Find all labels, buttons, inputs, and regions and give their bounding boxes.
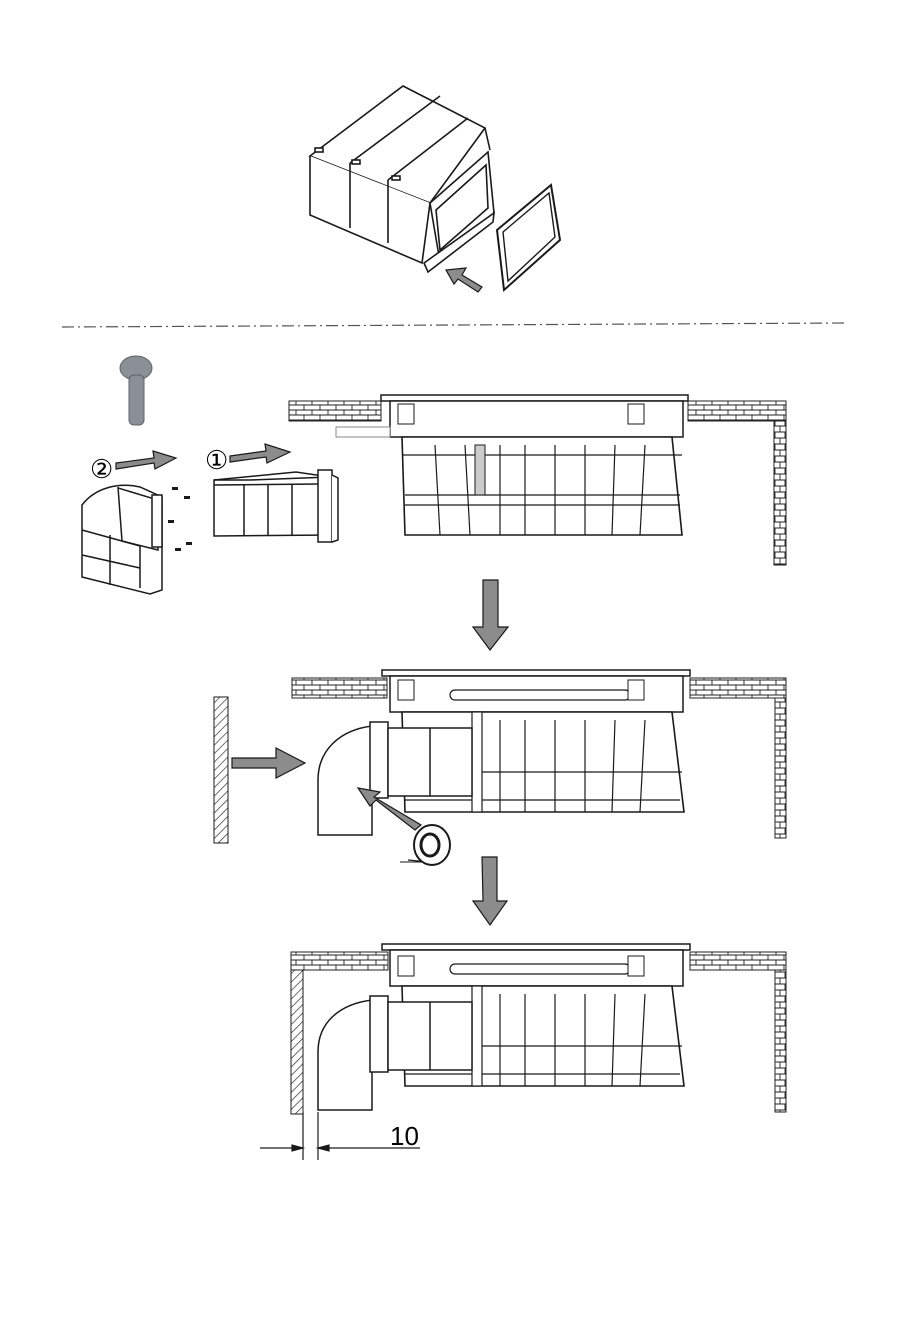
dimension-label: 10 [390,1121,419,1151]
straight-duct-icon [214,470,338,542]
elbow-duct-icon [82,485,162,594]
screws [168,487,192,551]
section-divider [62,323,848,327]
screw-plug-icon [120,356,152,425]
elbow-duct-installed [318,722,472,835]
wall-hatch [291,970,303,1114]
step-2-label: ② [90,454,113,484]
hob-unit-icon [289,395,786,565]
duct-connector-icon [310,86,494,272]
step-arrow-2 [116,451,176,469]
push-arrow [232,748,305,778]
insert-arrow-icon [446,268,482,292]
brick-wall-icon [289,401,381,421]
down-arrow-icon [473,857,507,925]
step-arrow-1 [230,444,290,463]
step-1-label: ① [205,445,228,475]
flange-gasket-icon [497,185,560,290]
tape-roll-icon [400,825,450,865]
elbow-duct-installed [318,996,472,1110]
down-arrow-icon [473,580,508,650]
wall-hatch [214,697,228,843]
